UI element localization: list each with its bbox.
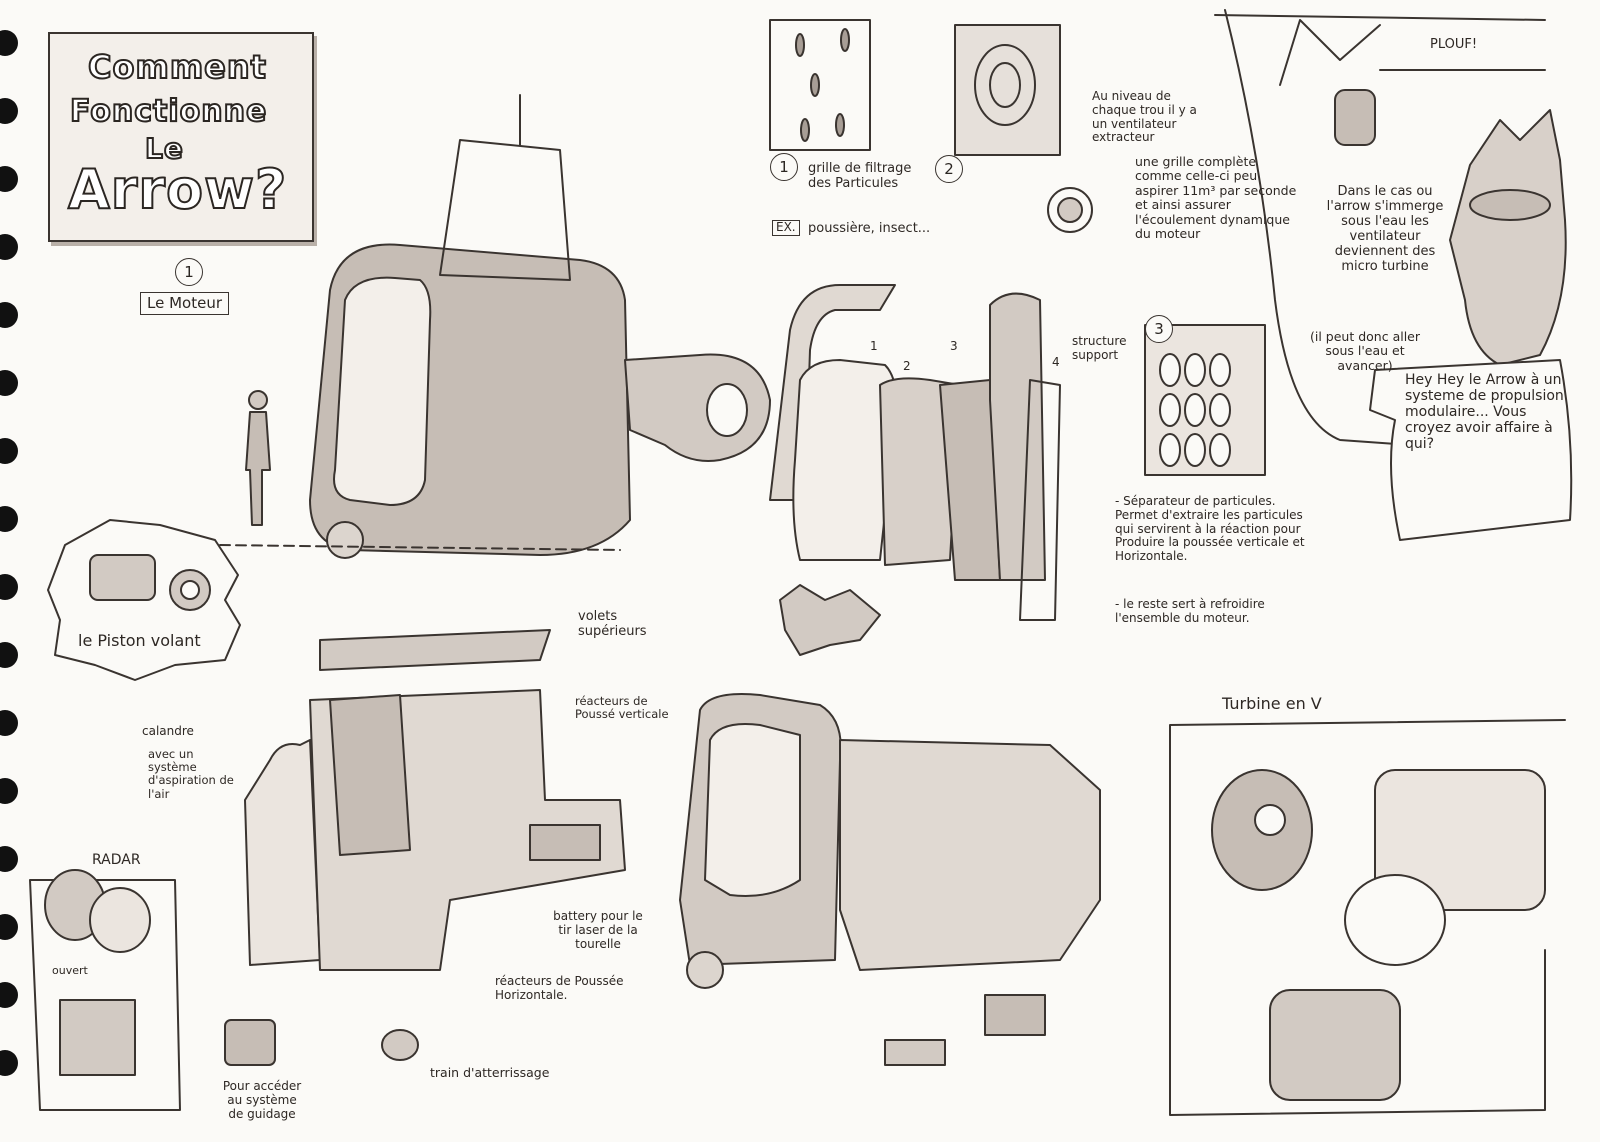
binding-hole [0, 370, 18, 396]
binding-hole [0, 846, 18, 872]
structure-label: structure support [1072, 334, 1127, 362]
label-calandre-note: avec un système d'aspiration de l'air [148, 747, 234, 801]
exploded-number: 3 [950, 339, 958, 353]
binding-hole [0, 778, 18, 804]
label-volets: volets supérieurs [578, 609, 647, 639]
step1-number: 1 [770, 153, 798, 181]
step2-note-1: Au niveau de chaque trou il y a un venti… [1092, 89, 1197, 145]
step3-number: 3 [1145, 315, 1173, 343]
binding-hole [0, 30, 18, 56]
figure-sketch [245, 390, 271, 526]
step3-text-2: - le reste sert à refroidire l'ensemble … [1115, 597, 1265, 625]
binding-hole [0, 506, 18, 532]
title-line-1: Comment [87, 47, 267, 87]
title-line-2: Fonctionne [69, 93, 268, 130]
binding-hole [0, 982, 18, 1008]
binding-hole [0, 1050, 18, 1076]
step1-ex-text: poussière, insect... [808, 221, 931, 236]
step1-text: grille de filtrage des Particules [808, 161, 912, 191]
binding-hole [0, 642, 18, 668]
comic-aside: (il peut donc aller sous l'eau et avance… [1310, 329, 1421, 373]
title-card: Comment Fonctionne Le Arrow? [48, 32, 314, 242]
step2-number: 2 [935, 155, 963, 183]
comic-sfx: PLOUF! [1430, 37, 1478, 52]
exploded-number: 1 [870, 339, 878, 353]
structure-number: 4 [1052, 355, 1060, 369]
step3-text-1: - Séparateur de particules. Permet d'ext… [1115, 494, 1305, 564]
label-train: train d'atterrissage [430, 1065, 550, 1080]
comic-narration: Dans le cas ou l'arrow s'immerge sous l'… [1326, 184, 1444, 274]
binding-hole [0, 234, 18, 260]
label-reacteurs-horizontale: réacteurs de Poussée Horizontale. [495, 974, 624, 1002]
binding-hole [0, 574, 18, 600]
section-label: Le Moteur [140, 292, 229, 316]
title-line-4: Arrow? [67, 157, 288, 222]
binding-hole [0, 166, 18, 192]
label-radar: RADAR [92, 852, 141, 868]
label-turbine: Turbine en V [1222, 694, 1322, 713]
comic-speech-bubble: Hey Hey le Arrow à un systeme de propuls… [1405, 372, 1564, 453]
label-guidage: Pour accéder au système de guidage [222, 1079, 302, 1121]
section-number-badge: 1 [175, 258, 203, 286]
step2-note-2: une grille complète comme celle-ci peu a… [1135, 154, 1297, 241]
title-line-3: Le [144, 131, 184, 166]
binding-hole [0, 98, 18, 124]
label-reacteurs-verticale: réacteurs de Poussé verticale [575, 694, 669, 722]
binding-hole [0, 302, 18, 328]
label-ouvert: ouvert [52, 964, 88, 977]
label-battery: battery pour le tir laser de la tourelle [553, 909, 643, 951]
binding-hole [0, 438, 18, 464]
piston-label: le Piston volant [78, 631, 201, 650]
main-engine-drawing [219, 94, 771, 559]
step1-ex-tag: EX. [772, 220, 800, 236]
binding-hole [0, 914, 18, 940]
binding-hole [0, 710, 18, 736]
label-calandre: calandre [142, 724, 194, 738]
exploded-number: 2 [903, 359, 911, 373]
